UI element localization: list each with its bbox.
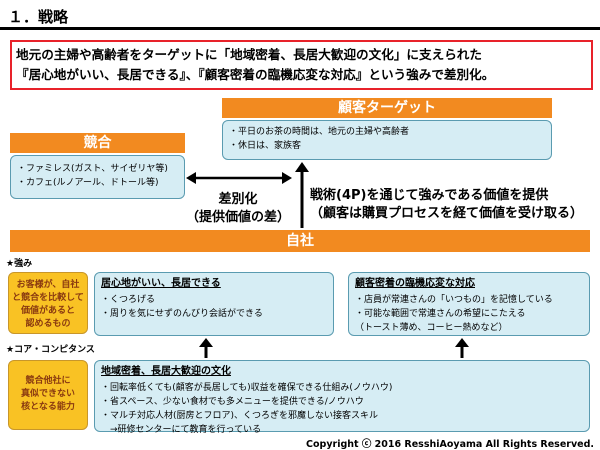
strength-comfort-item: ・周りを気にせずのんびり会話ができる [101,309,263,319]
core-competence-label: ★コア・コンピタンス [6,345,95,355]
customer-target-header: 顧客ターゲット [222,98,552,118]
core-competence-item: ・回転率低くても(顧客が長居しても)収益を確保できる仕組み(ノウハウ) [101,383,393,393]
core-competence-item: ・マルチ対応人材(厨房とフロア)、くつろぎを邪魔しない接客スキル [101,411,379,421]
core-competence-definition-box: 競合他社に 真似できない 核となる能力 [8,360,88,430]
copyright-notice: Copyright ⓒ 2016 ResshiAoyama All Rights… [306,439,594,450]
page-title: １．戦略 [8,8,69,26]
company-header: 自社 [10,230,590,252]
core-competence-item: ・省スペース、少ない食材でも多メニューを提供できる/ノウハウ [101,397,364,407]
strength-comfort-box: 居心地がいい、長居できる ・くつろげる ・周りを気にせずのんびり会話ができる [94,272,334,336]
strength-intimacy-title: 顧客密着の臨機応変な対応 [355,278,475,289]
customer-target-item: ・休日は、家族客 [229,141,302,151]
core-competence-box: 地域密着、長居大歓迎の文化 ・回転率低くても(顧客が長居しても)収益を確保できる… [94,360,590,435]
differentiation-arrowhead-right [282,172,292,184]
differentiation-sublabel: （提供価値の差） [185,210,290,225]
core-definition-line: 核となる能力 [21,402,75,412]
value-delivery-arrowhead [295,162,309,172]
core-competence-item: →研修センターにて教育を行っている [101,425,262,435]
title-underline [0,27,600,30]
competition-box: ・ファミレス(ガスト、サイゼリヤ等) ・カフェ(ルノアール、ドトール等) [10,155,185,199]
competition-item: ・ファミレス(ガスト、サイゼリヤ等) [17,164,168,174]
tactics-line-2: （顧客は購買プロセスを経て価値を受け取る） [310,206,584,221]
strength-intimacy-item: （トースト薄め、コーヒー熱めなど） [355,323,508,333]
strength-intimacy-item: ・店員が常連さんの「いつもの」を記憶している [355,295,553,305]
core-to-intimacy-arrowhead [455,338,469,347]
strengths-definition-line: お客様が、自社 [16,280,80,290]
strength-intimacy-item: ・可能な範囲で常連さんの希望にこたえる [355,309,526,319]
strengths-definition-line: 認めるもの [25,319,71,329]
strength-customer-intimacy-box: 顧客密着の臨機応変な対応 ・店員が常連さんの「いつもの」を記憶している ・可能な… [348,272,590,336]
differentiation-arrowhead-left [186,172,196,184]
core-definition-line: 競合他社に [25,376,71,386]
customer-target-item: ・平日のお茶の時間は、地元の主婦や高齢者 [229,127,410,137]
strength-comfort-title: 居心地がいい、長居できる [101,278,221,289]
core-definition-line: 真似できない [20,389,75,399]
strengths-definition-box: お客様が、自社 と競合を比較して 価値があると 認めるもの [8,272,88,334]
differentiation-label: 差別化 [218,192,258,207]
core-to-comfort-arrowhead [199,338,213,347]
competition-header: 競合 [10,133,185,153]
core-competence-title: 地域密着、長居大歓迎の文化 [101,366,231,377]
summary-line-1: 地元の主婦や高齢者をターゲットに「地域密着、長居大歓迎の文化」に支えられた [16,47,482,62]
strengths-definition-line: と競合を比較して [12,293,84,303]
strategy-summary-box: 地元の主婦や高齢者をターゲットに「地域密着、長居大歓迎の文化」に支えられた 『居… [10,40,593,90]
summary-line-2: 『居心地がいい、長居できる』、『顧客密着の臨機応変な対応』という強みで差別化。 [16,67,495,82]
strength-comfort-item: ・くつろげる [101,295,156,305]
strengths-definition-line: 価値があると [20,306,75,316]
customer-target-box: ・平日のお茶の時間は、地元の主婦や高齢者 ・休日は、家族客 [222,120,552,160]
competition-item: ・カフェ(ルノアール、ドトール等) [17,178,159,188]
strengths-label: ★強み [6,259,33,269]
tactics-line-1: 戦術(4P)を通じて強みである価値を提供 [310,188,549,203]
